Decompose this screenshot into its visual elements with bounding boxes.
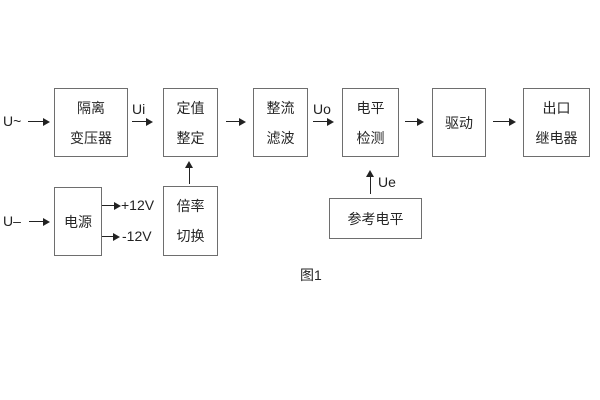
- block-output-relay-line1: 出口: [542, 99, 571, 116]
- block-output-relay-line2: 继电器: [535, 129, 578, 146]
- figure-caption: 图1: [300, 267, 322, 283]
- arrow-isolation-to-setting: [132, 117, 153, 126]
- block-rectifier-filter: 整流 滤波: [253, 88, 308, 157]
- block-driver: 驱动: [432, 88, 486, 157]
- dc-input-label: U–: [3, 213, 21, 229]
- block-isolation-transformer-line2: 变压器: [70, 129, 112, 146]
- signal-ui-label: Ui: [132, 101, 146, 117]
- block-rectifier-filter-line1: 整流: [266, 99, 295, 116]
- signal-ue-label: Ue: [378, 174, 396, 190]
- block-power-supply: 电源: [54, 187, 102, 256]
- block-isolation-transformer-line1: 隔离: [77, 99, 105, 116]
- arrow-ac-to-isolation: [28, 117, 50, 126]
- block-level-detection-line1: 电平: [356, 99, 385, 116]
- block-setting-line2: 整定: [176, 129, 205, 146]
- block-driver-label: 驱动: [445, 114, 473, 131]
- arrow-level-to-driver: [405, 117, 424, 126]
- block-power-supply-label: 电源: [64, 213, 92, 230]
- arrow-ratio-to-setting: [185, 161, 194, 184]
- arrow-dc-to-power: [29, 217, 50, 226]
- arrow-reference-to-level: [366, 170, 375, 194]
- plus-12v-label: +12V: [121, 197, 155, 213]
- block-level-detection-line2: 检测: [356, 129, 385, 146]
- block-reference-level-label: 参考电平: [347, 210, 404, 227]
- block-level-detection: 电平 检测: [342, 88, 399, 157]
- arrow-power-to-minus12v: [102, 232, 120, 241]
- block-setting-line1: 定值: [176, 99, 205, 116]
- arrow-rectifier-to-level: [313, 117, 334, 126]
- block-ratio-switch-line2: 切换: [176, 228, 205, 244]
- block-output-relay: 出口 继电器: [523, 88, 590, 157]
- ac-input-label: U~: [3, 113, 22, 129]
- block-isolation-transformer: 隔离 变压器: [54, 88, 128, 157]
- arrow-power-to-plus12v: [102, 201, 121, 210]
- arrow-driver-to-relay: [493, 117, 516, 126]
- arrow-setting-to-rectifier: [226, 117, 246, 126]
- block-setting: 定值 整定: [163, 88, 218, 157]
- block-reference-level: 参考电平: [329, 198, 422, 239]
- block-ratio-switch-line1: 倍率: [176, 198, 205, 214]
- signal-uo-label: Uo: [313, 101, 331, 117]
- block-ratio-switch: 倍率 切换: [163, 186, 218, 256]
- minus-12v-label: -12V: [122, 228, 152, 244]
- block-rectifier-filter-line2: 滤波: [266, 129, 295, 146]
